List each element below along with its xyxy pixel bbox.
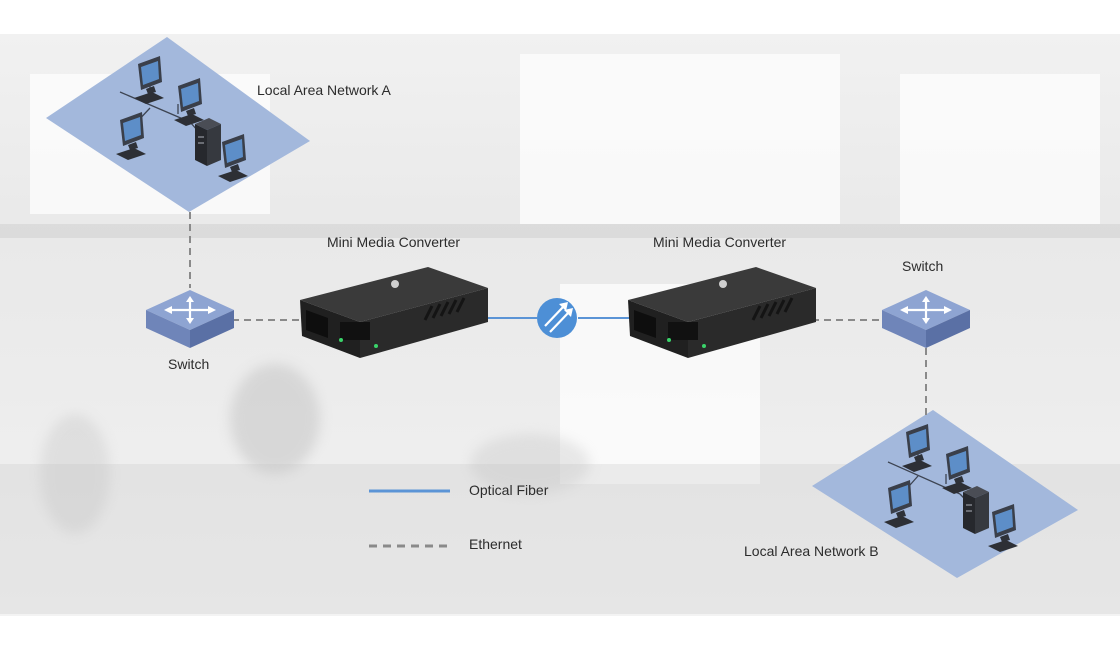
background-plant <box>230 364 320 474</box>
lan-a-label: Local Area Network A <box>257 82 391 98</box>
lan-b-label: Local Area Network B <box>744 543 879 559</box>
router-icon <box>537 298 577 338</box>
ethernet-links <box>189 212 927 420</box>
background-chair <box>40 414 110 534</box>
lan-a-platform <box>46 37 310 212</box>
switch-left[interactable] <box>146 290 234 348</box>
lan-b-platform <box>812 410 1078 578</box>
media-converter-icon <box>300 267 488 322</box>
legend-ethernet-label: Ethernet <box>469 536 522 552</box>
lan-a <box>46 37 310 212</box>
media-converter-left[interactable] <box>300 267 488 358</box>
server-icon <box>195 118 221 166</box>
switch-left-label: Switch <box>168 356 210 372</box>
background-beam <box>0 224 1120 238</box>
legend <box>369 489 450 548</box>
background-window <box>900 74 1100 224</box>
background-window <box>520 54 840 224</box>
background-furniture <box>470 434 590 494</box>
server-icon <box>963 486 989 534</box>
switch-right[interactable] <box>882 290 970 348</box>
converter-right-label: Mini Media Converter <box>653 234 787 250</box>
media-converter-icon <box>628 267 816 322</box>
media-converter-right[interactable] <box>628 267 816 358</box>
switch-right-label: Switch <box>902 258 944 274</box>
legend-optical-label: Optical Fiber <box>469 482 549 498</box>
router-node[interactable] <box>537 298 577 338</box>
converter-left-label: Mini Media Converter <box>327 234 461 250</box>
lan-b <box>812 410 1078 578</box>
